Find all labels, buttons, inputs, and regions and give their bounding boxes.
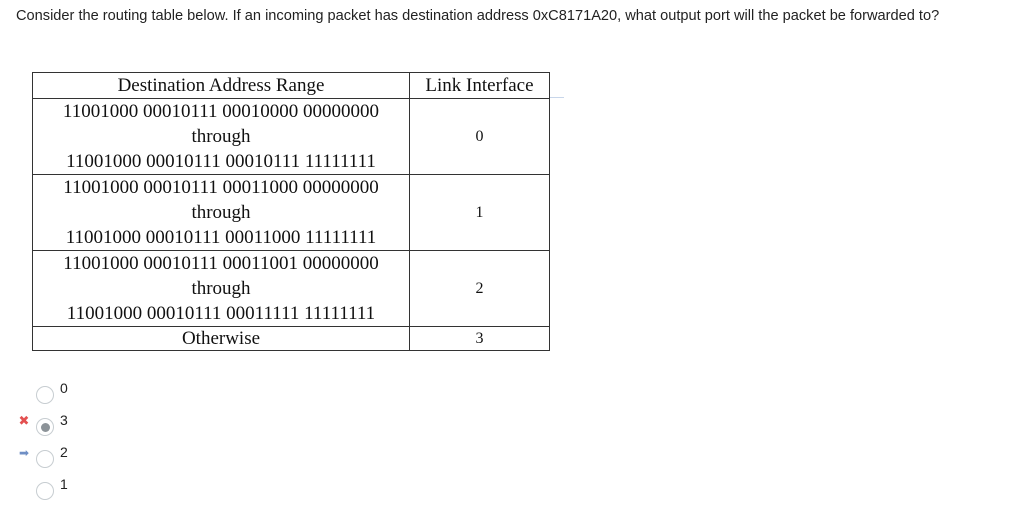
header-destination-range: Destination Address Range: [32, 72, 410, 99]
answer-option-3[interactable]: 1: [14, 469, 68, 501]
radio-button[interactable]: [36, 386, 54, 404]
header-link-interface: Link Interface: [409, 72, 550, 99]
answer-option-2[interactable]: ➡ 2: [14, 437, 68, 469]
range-to: 11001000 00010111 00010111 11111111: [66, 151, 376, 172]
range-from: 11001000 00010111 00011001 00000000: [63, 253, 379, 274]
radio-button-selected[interactable]: [36, 418, 54, 436]
range-through: through: [191, 202, 251, 223]
otherwise-label: Otherwise: [32, 326, 410, 351]
link-interface-cell: 1: [409, 174, 550, 251]
answer-option-0[interactable]: 0: [14, 373, 68, 405]
table-header-row: Destination Address Range Link Interface: [32, 72, 550, 99]
radio-button[interactable]: [36, 482, 54, 500]
answer-label: 3: [60, 412, 68, 428]
empty-marker: [14, 379, 34, 399]
table-row-otherwise: Otherwise 3: [32, 326, 550, 351]
correct-answer-arrow-icon: ➡: [18, 446, 30, 460]
routing-table-container: Destination Address Range Link Interface…: [32, 72, 550, 351]
question-text: Consider the routing table below. If an …: [16, 8, 940, 24]
decorative-line: [550, 97, 564, 98]
radio-button[interactable]: [36, 450, 54, 468]
range-from: 11001000 00010111 00011000 00000000: [63, 177, 379, 198]
answer-label: 2: [60, 444, 68, 460]
range-to: 11001000 00010111 00011000 11111111: [65, 227, 377, 248]
range-through: through: [191, 126, 251, 147]
answer-options: 0 ✖ 3 ➡ 2 1: [14, 373, 68, 501]
range-cell: 11001000 00010111 00011000 00000000 thro…: [32, 174, 410, 251]
link-interface-cell: 2: [409, 250, 550, 327]
incorrect-x-icon: ✖: [18, 413, 30, 428]
answer-option-1[interactable]: ✖ 3: [14, 405, 68, 437]
link-interface-cell: 3: [409, 326, 550, 351]
range-cell: 11001000 00010111 00010000 00000000 thro…: [32, 98, 410, 175]
range-cell: 11001000 00010111 00011001 00000000 thro…: [32, 250, 410, 327]
table-row: 11001000 00010111 00010000 00000000 thro…: [32, 98, 550, 175]
answer-label: 0: [60, 380, 68, 396]
routing-table: Destination Address Range Link Interface…: [32, 72, 550, 351]
table-row: 11001000 00010111 00011001 00000000 thro…: [32, 250, 550, 327]
radio-selected-dot: [40, 422, 50, 432]
range-to: 11001000 00010111 00011111 11111111: [66, 303, 376, 324]
answer-label: 1: [60, 476, 68, 492]
table-row: 11001000 00010111 00011000 00000000 thro…: [32, 174, 550, 251]
range-through: through: [191, 278, 251, 299]
empty-marker: [14, 475, 34, 495]
range-from: 11001000 00010111 00010000 00000000: [62, 101, 380, 122]
link-interface-cell: 0: [409, 98, 550, 175]
